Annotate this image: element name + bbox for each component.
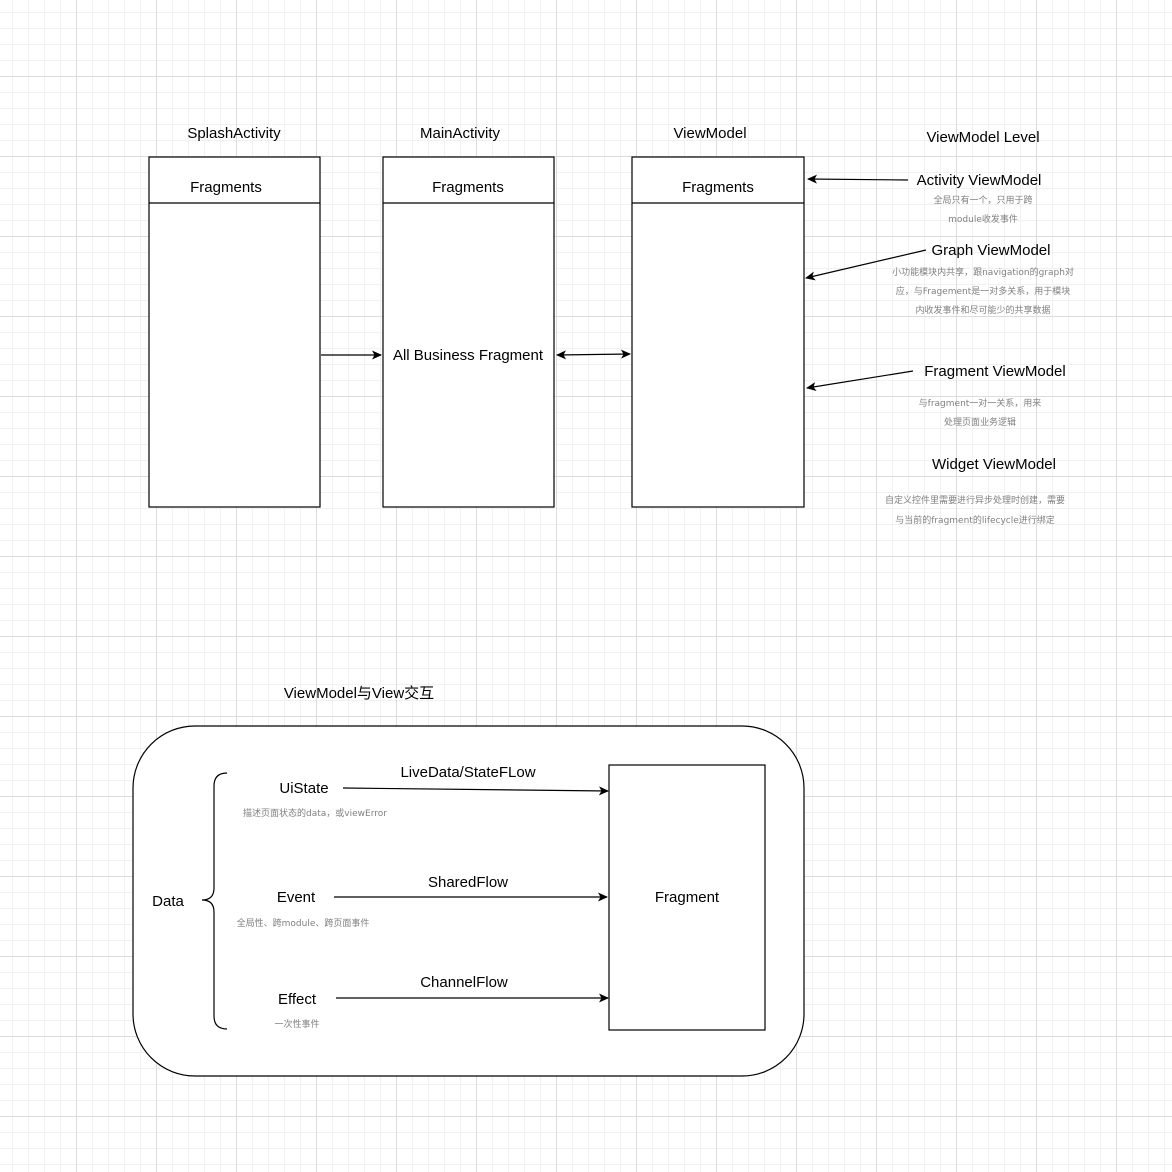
uistate-row: UiState 描述页面状态的data，或viewError LiveData/… [243, 764, 609, 819]
graph-viewmodel-note-3: 内收发事件和尽可能少的共享数据 [915, 304, 1050, 316]
widget-viewmodel-level: Widget ViewModel 自定义控件里需要进行异步处理时创建，需要 与当… [885, 456, 1065, 526]
viewmodel-title: ViewModel [673, 125, 746, 142]
activity-viewmodel-label: Activity ViewModel [917, 172, 1042, 189]
sharedflow-label: SharedFlow [428, 874, 508, 891]
event-label: Event [277, 889, 316, 906]
data-group-label: Data [152, 893, 184, 910]
main-activity-column: MainActivity Fragments All Business Frag… [382, 125, 555, 508]
viewmodel-column: ViewModel Fragments [631, 125, 805, 508]
channelflow-label: ChannelFlow [420, 974, 508, 991]
fragment-viewmodel-note-2: 处理页面业务逻辑 [944, 416, 1016, 428]
viewmodel-box[interactable] [631, 156, 805, 508]
data-curly-brace [201, 772, 228, 1030]
graph-viewmodel-note-2: 应，与Fragement是一对多关系，用于模块 [896, 285, 1071, 297]
viewmodel-level-title: ViewModel Level [926, 129, 1039, 146]
main-activity-title: MainActivity [420, 125, 501, 142]
splash-activity-title: SplashActivity [187, 125, 281, 142]
main-viewmodel-bidirectional-arrow [556, 349, 631, 360]
fragment-label: Fragment [655, 889, 720, 906]
widget-viewmodel-label: Widget ViewModel [932, 456, 1056, 473]
activity-viewmodel-arrow [807, 174, 909, 184]
splash-activity-box[interactable] [148, 156, 321, 508]
graph-viewmodel-level: Graph ViewModel 小功能模块内共享，跟navigation的gra… [805, 242, 1074, 316]
viewmodel-header: Fragments [682, 179, 754, 196]
effect-label: Effect [278, 991, 317, 1008]
event-row: Event 全局性、跨module、跨页面事件 SharedFlow [237, 874, 608, 929]
activity-viewmodel-note-2: module收发事件 [948, 213, 1018, 225]
splash-activity-column: SplashActivity Fragments [148, 125, 321, 508]
uistate-label: UiState [279, 780, 328, 797]
interaction-title: ViewModel与View交互 [284, 684, 434, 702]
fragment-viewmodel-arrow [806, 370, 914, 392]
activity-viewmodel-level: Activity ViewModel 全局只有一个，只用于跨 module收发事… [807, 172, 1042, 225]
fragment-viewmodel-label: Fragment ViewModel [924, 363, 1065, 380]
fragment-box[interactable] [608, 764, 766, 1031]
main-activity-header: Fragments [432, 179, 504, 196]
graph-viewmodel-arrow [805, 249, 927, 281]
graph-viewmodel-note-1: 小功能模块内共享，跟navigation的graph对 [892, 266, 1074, 278]
livedata-stateflow-label: LiveData/StateFLow [400, 764, 535, 781]
widget-viewmodel-note-2: 与当前的fragment的lifecycle进行绑定 [895, 514, 1055, 526]
effect-row: Effect 一次性事件 ChannelFlow [274, 974, 609, 1030]
event-note: 全局性、跨module、跨页面事件 [237, 917, 370, 929]
effect-note: 一次性事件 [274, 1018, 319, 1030]
graph-viewmodel-label: Graph ViewModel [932, 242, 1051, 259]
splash-activity-header: Fragments [190, 179, 262, 196]
uistate-arrow [342, 786, 609, 796]
fragment-viewmodel-level: Fragment ViewModel 与fragment一对一关系，用来 处理页… [806, 363, 1066, 428]
widget-viewmodel-note-1: 自定义控件里需要进行异步处理时创建，需要 [885, 494, 1065, 506]
uistate-note: 描述页面状态的data，或viewError [243, 807, 387, 819]
activity-viewmodel-note-1: 全局只有一个，只用于跨 [933, 194, 1032, 206]
all-business-fragment-label: All Business Fragment [393, 347, 544, 364]
fragment-viewmodel-note-1: 与fragment一对一关系，用来 [919, 397, 1042, 409]
main-activity-box[interactable] [382, 156, 555, 508]
